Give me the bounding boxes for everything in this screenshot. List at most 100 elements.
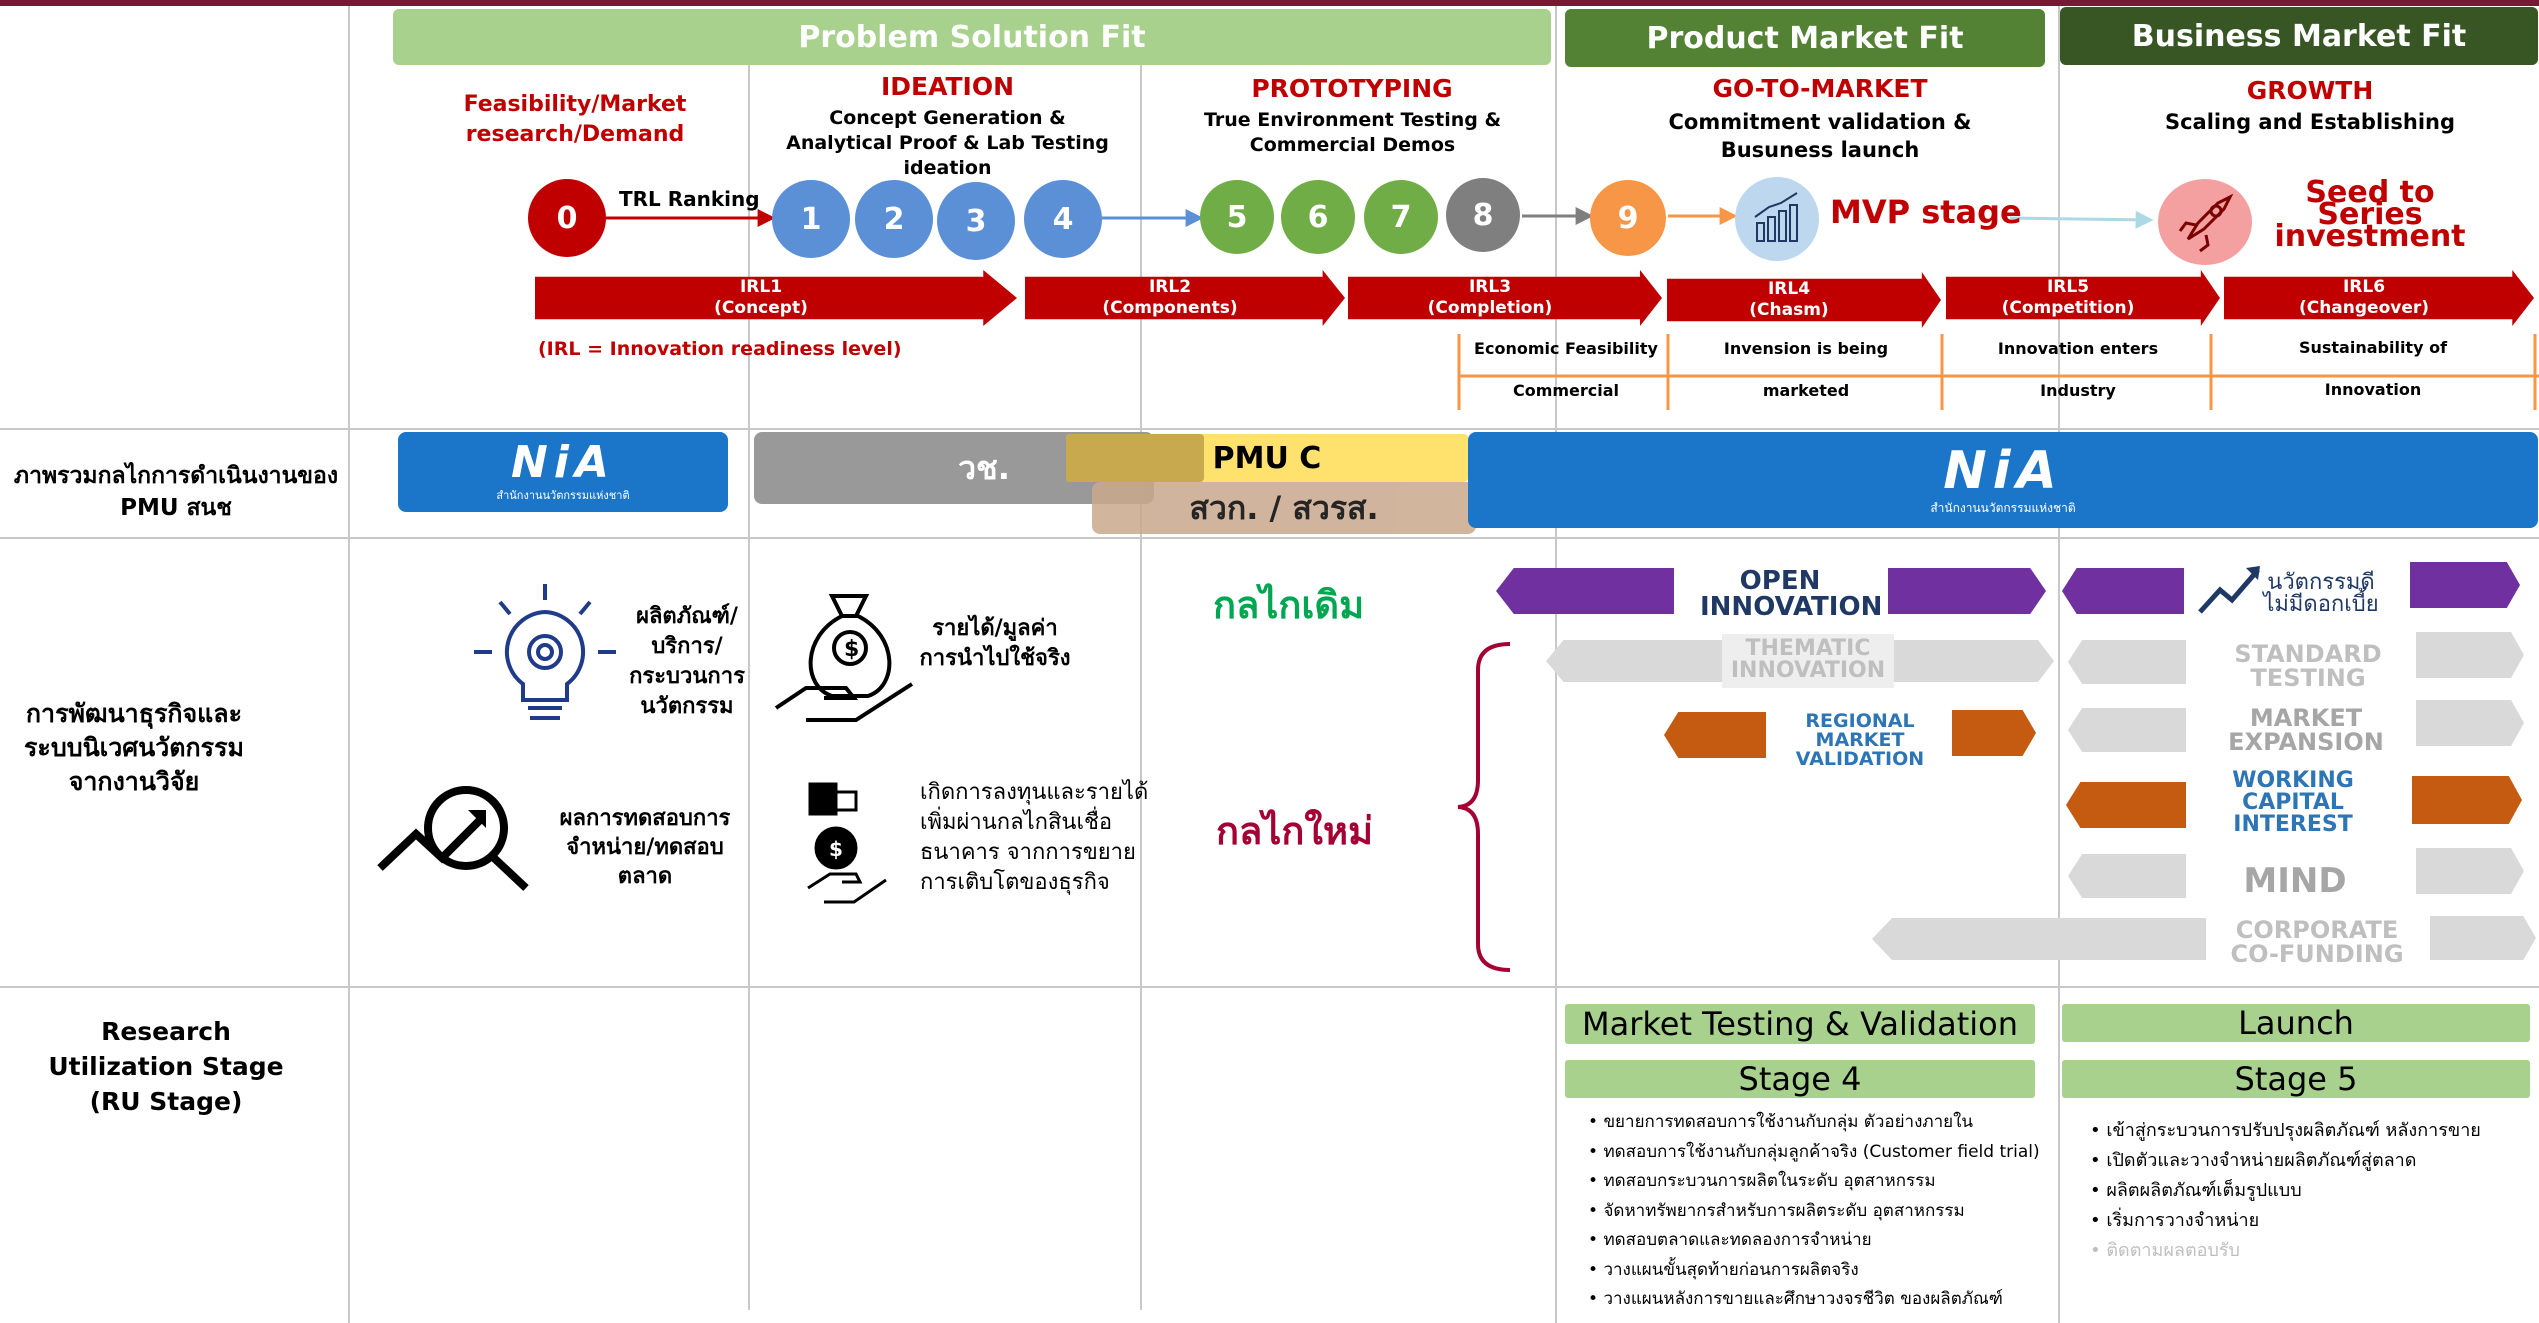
grid-line [2058, 6, 2060, 1323]
program-bar-purple [1888, 568, 2046, 614]
trl-8: 8 [1446, 178, 1520, 252]
overlap-patch [1066, 434, 1204, 482]
nawat-logo: นวัตกรรมดี ไม่มีดอกเบี้ย [2263, 570, 2379, 617]
irl-desc-bracket [1457, 334, 2539, 410]
market-expansion-logo: MARKET EXPANSION [2228, 704, 2384, 756]
list-item: • ทดสอบกระบวนการผลิตในระดับ อุตสาหกรรม [1588, 1171, 1936, 1191]
rocket-icon [2158, 179, 2252, 265]
nia-logo-left: NiA สำนักงานนวัตกรรมแห่งชาติ [398, 432, 728, 512]
program-bar-purple [2062, 568, 2184, 614]
thematic-logo-bg [1722, 634, 1894, 688]
irl-desc-3a: Innovation enters [1997, 339, 2159, 358]
list-item: • ขยายการทดสอบการใช้งานกับกลุ่ม ตัวอย่าง… [1588, 1112, 1974, 1132]
irl-4-sub: (Chasm) [1749, 300, 1829, 320]
thematic-innovation-logo: THEMATIC INNOVATION [1730, 636, 1886, 683]
irl-2-title: IRL2 [1148, 277, 1192, 297]
irl-desc-1a: Economic Feasibility [1474, 339, 1658, 358]
mvp-stage-label: MVP stage [1830, 193, 2022, 231]
mind-logo: MIND [2243, 861, 2347, 901]
phase-product-market-fit: Product Market Fit [1565, 9, 2045, 67]
list-item: • เปิดตัวและวางจำหน่ายผลิตภัณฑ์สู่ตลาด [2090, 1150, 2417, 1171]
outcome-market-test: ผลการทดสอบการจำหน่าย/ทดสอบตลาด [559, 806, 731, 889]
nia-logo-sub: สำนักงานนวัตกรรมแห่งชาติ [496, 489, 630, 502]
list-item: • เริ่มการวางจำหน่าย [2090, 1210, 2260, 1231]
trl-5: 5 [1200, 180, 1274, 254]
pmuc-label: PMU C [1212, 440, 1322, 476]
ru-stage5-label: Stage 5 [2062, 1060, 2530, 1098]
irl-6-sub: (Changeover) [2298, 298, 2430, 318]
program-bar-gray [1546, 640, 1722, 682]
irl-1-arrow: IRL1(Concept) [535, 270, 1017, 326]
grid-line [0, 537, 2539, 539]
mech-new-label: กลไกใหม่ [1216, 809, 1374, 853]
svg-text:$: $ [844, 637, 859, 662]
ru-stage4-label: Stage 4 [1565, 1060, 2035, 1098]
program-bar-orange [1952, 710, 2036, 756]
list-item: • ติดตามผลตอบรับ [2090, 1240, 2240, 1261]
irl-4-title: IRL4 [1767, 279, 1811, 299]
trl-1: 1 [772, 180, 850, 258]
stage-ideation-title: IDEATION [880, 72, 1015, 101]
nia-logo-text: NiA [1943, 440, 2063, 501]
trl-6: 6 [1281, 180, 1355, 254]
trl-2: 2 [855, 180, 933, 258]
grid-line [1140, 60, 1142, 1310]
grid-line [748, 60, 750, 1310]
lightbulb-gear-icon [470, 582, 620, 740]
irl-5-arrow: IRL5(Competition) [1946, 270, 2220, 326]
ru-stage5-head: Launch [2062, 1004, 2530, 1042]
mvp-chart-icon [1735, 177, 1819, 261]
trend-up-icon [2196, 562, 2264, 618]
program-bar-gray [2068, 854, 2186, 898]
grid-line [0, 986, 2539, 988]
trl-3: 3 [937, 182, 1015, 260]
ru-stage5-list: • เข้าสู่กระบวนการปรับปรุงผลิตภัณฑ์ หลัง… [2090, 1116, 2530, 1266]
list-item: • จัดหาทรัพยากรสำหรับการผลิตระดับ อุตสาห… [1588, 1200, 1965, 1221]
ru-stage4-list: • ขยายการทดสอบการใช้งานกับกลุ่ม ตัวอย่าง… [1588, 1108, 2058, 1315]
svk-label: สวก. / สวรส. [1189, 488, 1379, 527]
irl-2-sub: (Components) [1102, 298, 1238, 318]
stage-growth-sub: Scaling and Establishing [2164, 110, 2455, 134]
program-bar-gray [1872, 918, 2206, 960]
program-bar-orange [2412, 776, 2522, 824]
program-bar-purple [2410, 562, 2520, 608]
svg-text:$: $ [829, 837, 843, 861]
phase-business-market-fit: Business Market Fit [2060, 7, 2538, 65]
stage-growth-title: GROWTH [2246, 76, 2374, 105]
outcome-revenue: รายได้/มูลค่าการนำไปใช้จริง [919, 616, 1071, 671]
ru-stage4-head: Market Testing & Validation [1565, 1004, 2035, 1044]
list-item: • วางแผนขั้นสุดท้ายก่อนการผลิตจริง [1588, 1259, 1859, 1280]
regional-market-validation-logo: REGIONAL MARKET VALIDATION [1795, 710, 1925, 770]
stage-prototyping-title: PROTOTYPING [1251, 74, 1453, 103]
irl-desc-4a: Sustainability of [2298, 338, 2448, 357]
program-bar-gray [1894, 640, 2054, 682]
irl-5-sub: (Competition) [2001, 298, 2135, 318]
program-bar-purple [1496, 568, 1674, 614]
outcome-investment: เกิดการลงทุนและรายได้เพิ่มผ่านกลไกสินเชื… [920, 780, 1149, 895]
irl-desc-2b: marketed [1762, 381, 1850, 400]
nia-logo-text: NiA [511, 437, 615, 488]
nia-logo-right: NiA สำนักงานนวัตกรรมแห่งชาติ [1468, 432, 2538, 528]
working-capital-logo: WORKING CAPITAL INTEREST [2232, 768, 2354, 837]
irl-3-sub: (Completion) [1427, 298, 1553, 318]
stage-gtm-title: GO-TO-MARKET [1712, 74, 1928, 103]
irl-1-title: IRL1 [739, 277, 783, 297]
stage-feasibility: Feasibility/Market research/Demand [463, 92, 687, 147]
svk-box: สวก. / สวรส. [1092, 482, 1476, 534]
program-bar-gray [2068, 708, 2186, 752]
program-bar-orange [2066, 782, 2186, 828]
program-bar-gray [2068, 640, 2186, 684]
stage-gtm-sub: Commitment validation & Busuness launch [1668, 110, 1972, 162]
market-search-icon [376, 780, 534, 894]
trl-0: 0 [528, 179, 606, 257]
program-bar-gray [2416, 700, 2524, 746]
irl-3-title: IRL3 [1468, 277, 1512, 297]
curly-brace [1457, 642, 1511, 972]
list-item: • ทดสอบตลาดและทดลองการจำหน่าย [1588, 1230, 1872, 1250]
irl-desc-2a: Invension is being [1723, 339, 1889, 358]
irl-6-title: IRL6 [2342, 277, 2386, 297]
corporate-cofunding-logo: CORPORATE CO-FUNDING [2230, 916, 2404, 968]
program-bar-orange [1664, 712, 1766, 758]
list-item: • วางแผนหลังการขายและศึกษาวงจรชีวิต ของผ… [1588, 1289, 2003, 1309]
trl-9: 9 [1590, 180, 1666, 256]
